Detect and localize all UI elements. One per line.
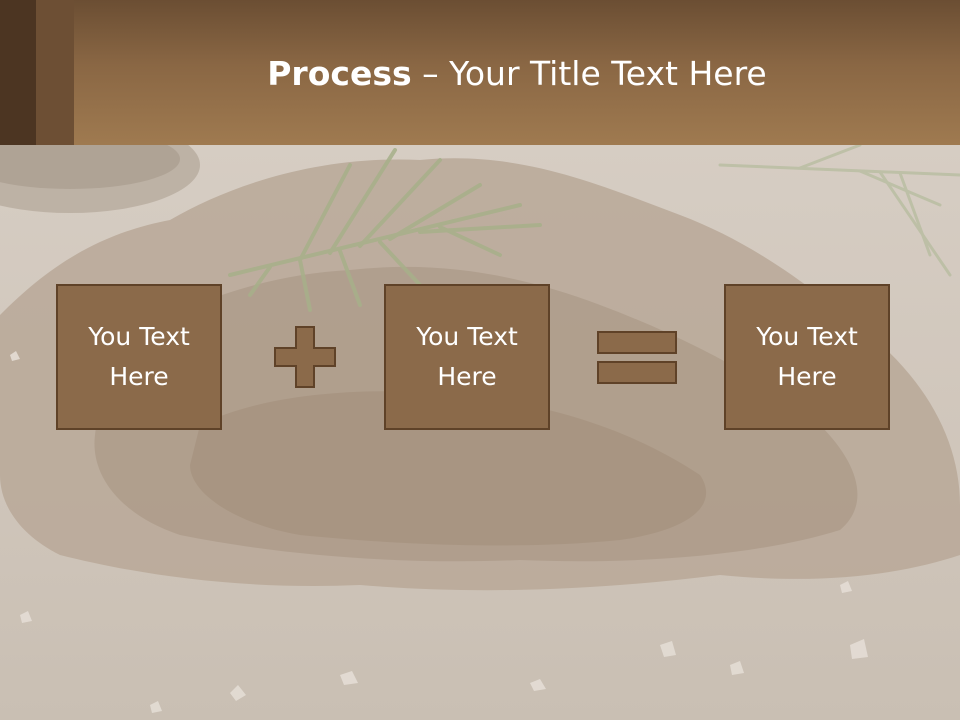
header-accent-dark [0, 0, 36, 145]
header-band: Process – Your Title Text Here [0, 0, 960, 145]
process-box-2[interactable]: You Text Here [384, 284, 550, 430]
plus-icon [274, 326, 336, 392]
slide-title[interactable]: Process – Your Title Text Here [74, 52, 960, 96]
process-box-1[interactable]: You Text Here [56, 284, 222, 430]
title-rest: – Your Title Text Here [411, 54, 767, 93]
process-box-1-text: You Text Here [88, 322, 190, 391]
equals-icon [597, 331, 677, 389]
background-photo [0, 145, 960, 720]
steak-photo [0, 145, 960, 713]
process-box-3-text: You Text Here [756, 322, 858, 391]
title-bold: Process [267, 54, 412, 93]
header-accent-mid [36, 0, 74, 145]
process-box-2-text: You Text Here [416, 322, 518, 391]
process-box-3[interactable]: You Text Here [724, 284, 890, 430]
